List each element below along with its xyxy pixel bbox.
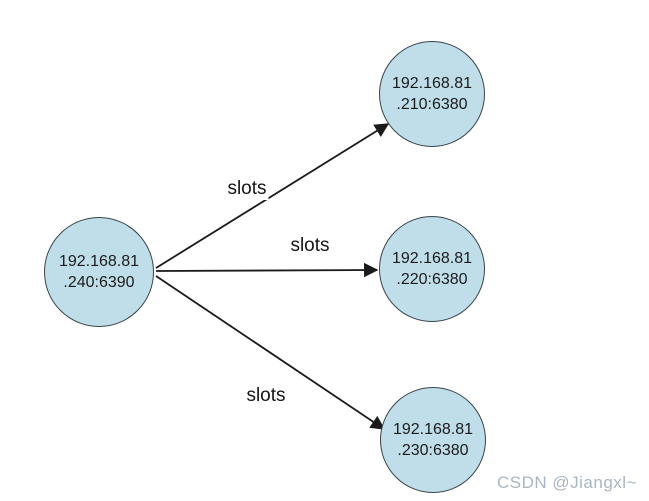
node-label: 192.168.81 .210:6380 — [391, 74, 473, 113]
node-source-240-6390: 192.168.81 .240:6390 — [44, 217, 154, 327]
node-label: 192.168.81 .240:6390 — [58, 252, 140, 291]
csdn-watermark: CSDN @Jiangxl~ — [497, 473, 637, 492]
node-target-210-6380: 192.168.81 .210:6380 — [379, 41, 485, 147]
edge-label-slots-3: slots — [244, 385, 288, 407]
edge-label-slots-2: slots — [288, 235, 332, 257]
node-target-220-6380: 192.168.81 .220:6380 — [379, 216, 485, 322]
edge-arrow-to-230 — [155, 275, 386, 430]
node-label: 192.168.81 .230:6380 — [392, 420, 474, 459]
node-target-230-6380: 192.168.81 .230:6380 — [380, 387, 486, 493]
node-label: 192.168.81 .220:6380 — [391, 249, 473, 288]
edge-arrow-to-220 — [155, 262, 379, 278]
edge-arrow-to-210 — [155, 123, 390, 269]
edge-label-slots-1: slots — [225, 178, 269, 200]
